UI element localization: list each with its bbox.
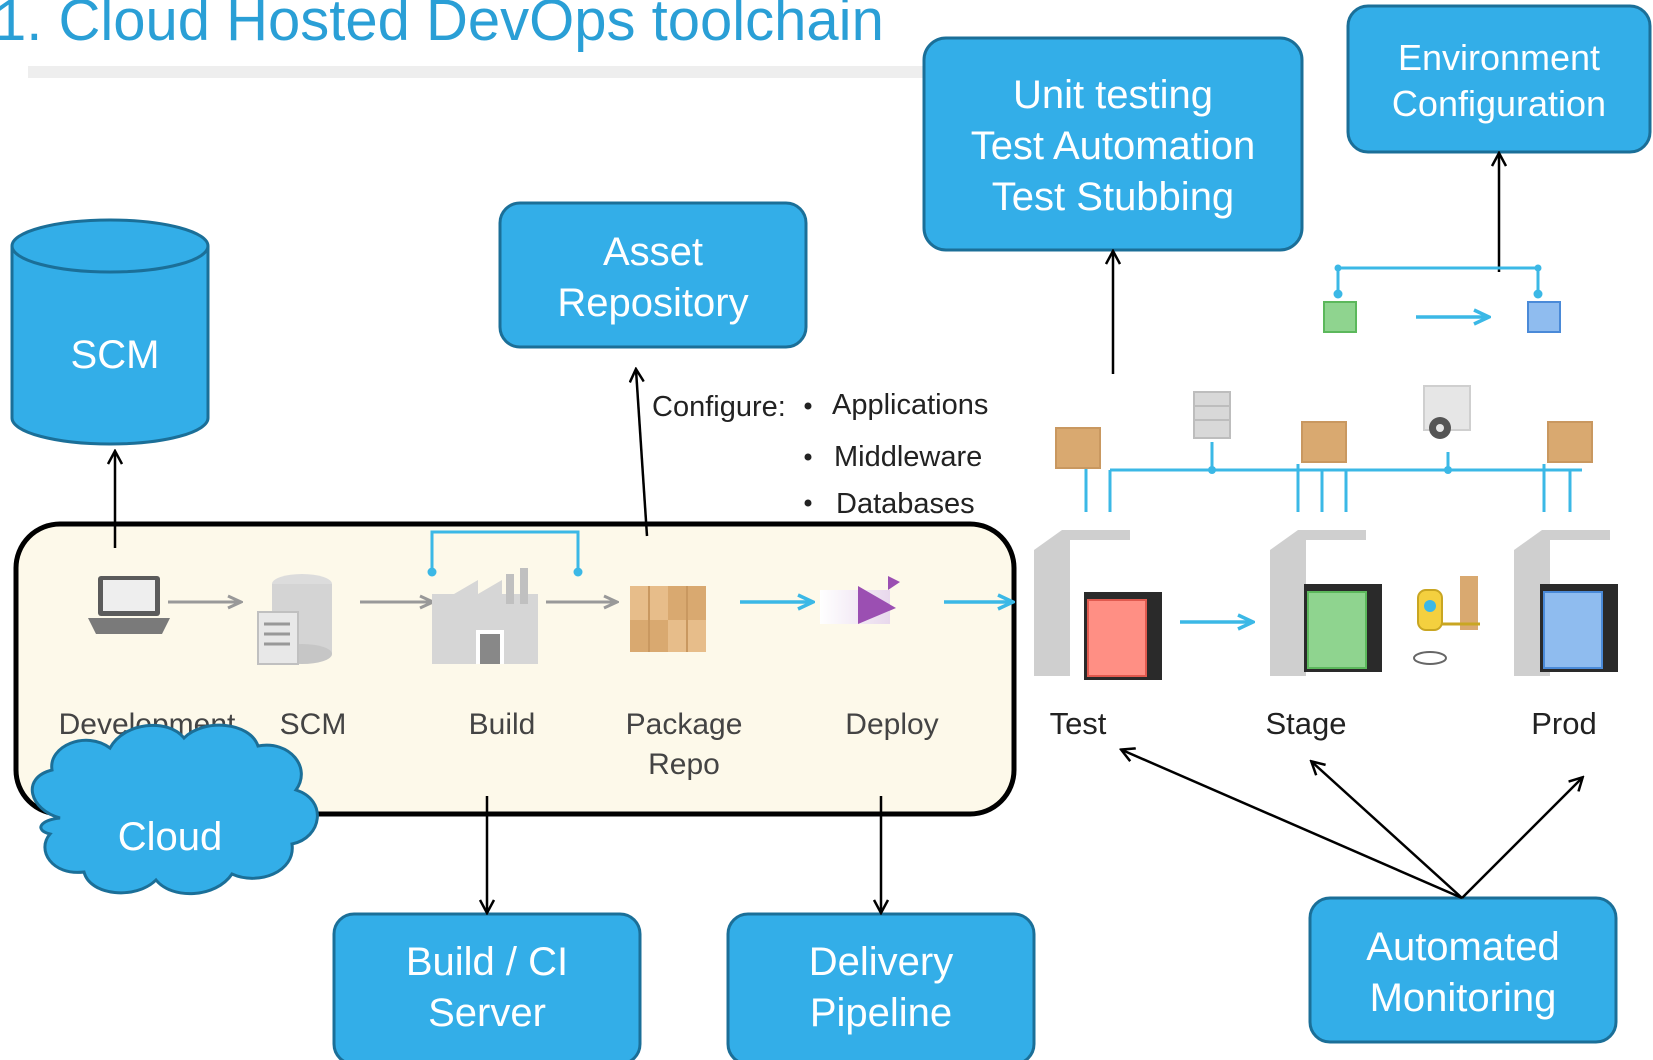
stage-environment-gate [1270,530,1382,676]
arrow-monitor-to-stage [1312,762,1463,899]
build-ci-line-2: Server [428,991,546,1035]
title-underline [28,66,1208,78]
laptop-icon [88,576,170,634]
stage-label-package: Package [626,708,743,741]
cloud-shape: Cloud [30,723,319,895]
build-factory-icon [432,568,538,664]
unit-testing-line-2: Test Automation [971,124,1256,168]
package-box-icon-test [1055,427,1101,469]
stage-label-build: Build [469,708,536,741]
page-title: 1. Cloud Hosted DevOps toolchain [0,0,884,53]
environment-configuration-box: Environment Configuration [1346,4,1652,154]
unit-testing-box: Unit testing Test Automation Test Stubbi… [922,36,1304,252]
stage-label-repo: Repo [648,748,720,781]
configure-item-middleware: Middleware [834,441,982,473]
configure-item-applications: Applications [832,389,988,421]
configure-list: Configure: Applications Middleware Datab… [652,389,988,520]
prod-environment-gate [1514,530,1618,676]
test-environment-gate [1034,530,1162,680]
unit-testing-line-3: Test Stubbing [992,175,1234,219]
monitoring-line-1: Automated [1366,925,1559,969]
build-bracket-dot-right [573,567,583,577]
gear-config-icon [1423,385,1471,439]
delivery-line-2: Pipeline [810,991,952,1035]
automated-monitoring-box: Automated Monitoring [1308,896,1618,1044]
env-label-test: Test [1050,706,1107,741]
scm-database: SCM [10,218,210,446]
deploy-icon [820,576,900,624]
green-server-mini-icon [1323,301,1357,333]
scm-db-label: SCM [71,333,160,377]
database-stack-icon [1193,391,1231,439]
package-box-icon-prod [1547,421,1593,463]
delivery-pipeline-box: Delivery Pipeline [726,912,1036,1060]
delivery-line-1: Delivery [809,940,953,984]
asset-repository-box: Asset Repository [498,201,808,349]
env-label-prod: Prod [1531,706,1596,741]
build-bracket [430,530,580,572]
build-ci-line-1: Build / CI [406,940,568,984]
stage-label-deploy: Deploy [845,708,938,741]
unit-testing-line-1: Unit testing [1013,73,1213,117]
env-config-line-2: Configuration [1392,83,1606,124]
build-bracket-dot-left [427,567,437,577]
arrow-package-to-asset-repo [636,370,649,537]
package-box-icon-stage [1301,421,1347,463]
build-ci-server-box: Build / CI Server [332,912,642,1060]
asset-repo-line-2: Repository [557,281,748,325]
env-label-stage: Stage [1265,706,1346,741]
cloud-pipeline-panel [13,521,1017,817]
arrow-monitor-to-test [1122,750,1463,900]
scm-server-icon [257,574,332,665]
arrow-monitor-to-prod [1461,778,1582,899]
env-config-mini-diagram [1323,264,1561,333]
env-config-line-1: Environment [1398,37,1600,78]
configure-label: Configure: [652,391,786,423]
configure-item-databases: Databases [836,488,975,520]
stage-label-scm: SCM [280,708,347,741]
monitoring-line-2: Monitoring [1370,976,1557,1020]
robot-tester-icon [1413,576,1480,665]
environment-bus [1084,442,1582,512]
blue-server-mini-icon [1527,301,1561,333]
asset-repo-line-1: Asset [603,230,703,274]
cloud-label: Cloud [118,815,223,859]
package-boxes-icon [630,586,706,652]
